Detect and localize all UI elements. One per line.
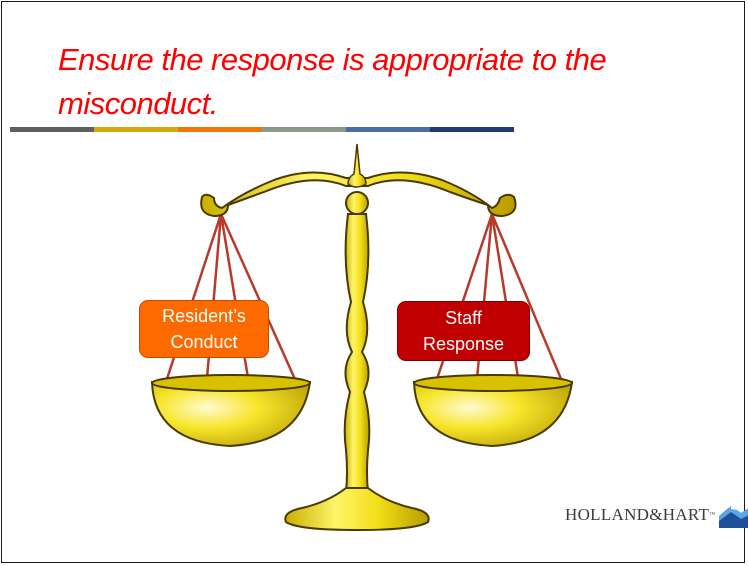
resident-conduct-label: Resident’s Conduct [139, 300, 269, 358]
logo-text: HOLLAND&HART [565, 505, 710, 524]
title-accent-stripe [10, 127, 514, 132]
stripe-segment [178, 127, 262, 132]
stripe-segment [430, 127, 514, 132]
slide-title: Ensure the response is appropriate to th… [58, 42, 607, 121]
staff-response-label: Staff Response [397, 301, 530, 361]
stripe-segment [346, 127, 430, 132]
logo-trademark: ™ [709, 512, 716, 518]
stripe-segment [94, 127, 178, 132]
stripe-segment [262, 127, 346, 132]
mountain-logo-icon [719, 506, 748, 528]
stripe-segment [10, 127, 94, 132]
